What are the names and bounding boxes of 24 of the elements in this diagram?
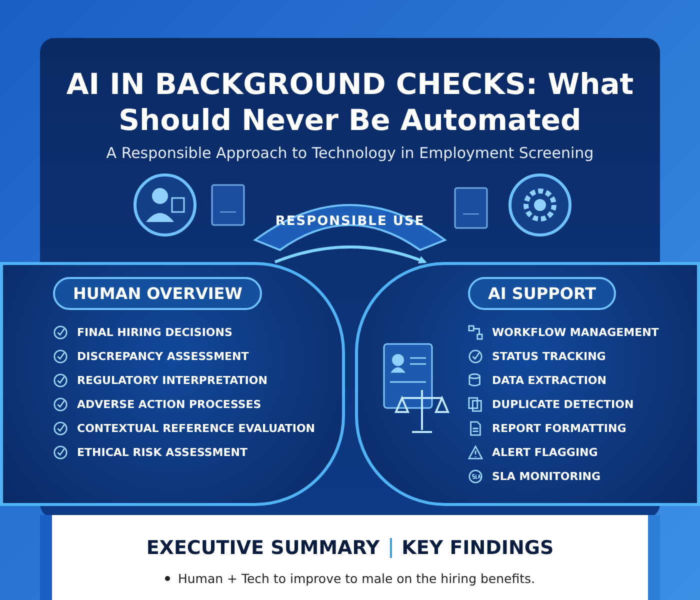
summary-card bbox=[40, 515, 660, 600]
section-heading: HUMAN OVERVIEW bbox=[53, 277, 262, 310]
circle-panel bbox=[0, 262, 345, 506]
section-heading: AI SUPPORT bbox=[468, 277, 616, 310]
list-item: DATA EXTRACTION bbox=[492, 374, 606, 386]
list-item: SLA MONITORING bbox=[492, 470, 601, 482]
circle-panel bbox=[355, 262, 700, 506]
list-item: FINAL HIRING DECISIONS bbox=[77, 326, 232, 338]
list-item: STATUS TRACKING bbox=[492, 350, 606, 362]
section-heading: KEY FINDINGS bbox=[402, 537, 554, 559]
list-item: DISCREPANCY ASSESSMENT bbox=[77, 350, 249, 362]
title: AI IN BACKGROUND CHECKS: What Should Never Be Automated bbox=[65, 66, 635, 138]
list-item: ADVERSE ACTION PROCESSES bbox=[77, 398, 262, 410]
subtitle: A Responsible Approach to Technology in Employment Screening bbox=[105, 144, 595, 162]
section-heading: EXECUTIVE SUMMARY bbox=[146, 537, 380, 559]
list-item: REGULATORY INTERPRETATION bbox=[77, 374, 268, 386]
list-item: CONTEXTUAL REFERENCE EVALUATION bbox=[77, 422, 316, 434]
list-item: ETHICAL RISK ASSESSMENT bbox=[77, 446, 248, 458]
list-item: DUPLICATE DETECTION bbox=[492, 398, 634, 410]
banner-text: RESPONSIBLE USE bbox=[274, 214, 426, 229]
list-item: WORKFLOW MANAGEMENT bbox=[492, 326, 659, 338]
list-item: ALERT FLAGGING bbox=[492, 446, 598, 458]
list-item: REPORT FORMATTING bbox=[492, 422, 626, 434]
bullet-text: Human + Tech to improve to male on the hiring benefits. bbox=[178, 571, 535, 586]
